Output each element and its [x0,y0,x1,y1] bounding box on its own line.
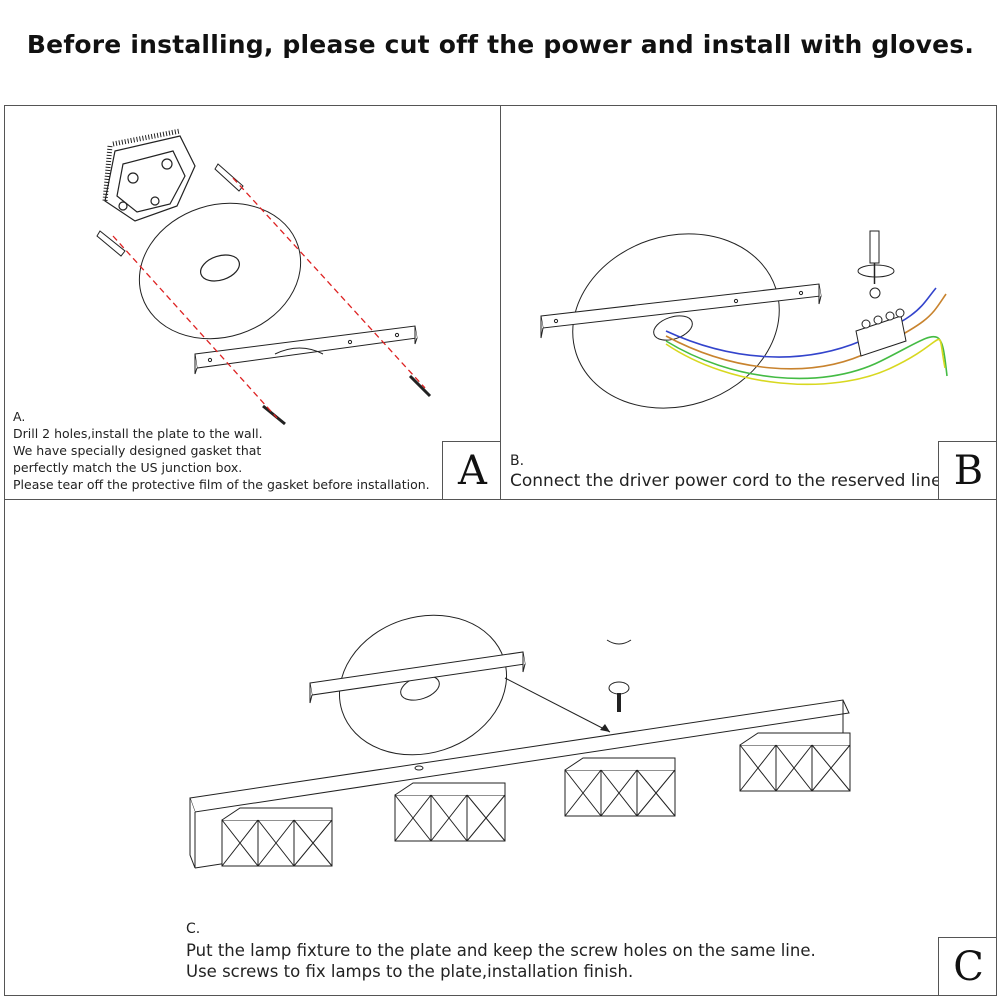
guide-lines [112,177,426,419]
panel-a: A. Drill 2 holes,install the plate to th… [4,105,501,500]
mounting-plate-icon [194,325,418,375]
wire-yellow [665,338,946,386]
mounting-plate-icon [540,283,822,339]
wire-green [665,335,948,380]
panel-c-caption: C. Put the lamp fixture to the plate and… [186,919,816,982]
lamp-head-icon [221,732,851,867]
wire-blue [665,287,937,358]
panel-a-diagram [96,128,432,426]
panel-c-line-1: Put the lamp fixture to the plate and ke… [186,941,816,960]
arrow-head-icon [600,724,610,732]
panel-a-line-3: perfectly match the US junction box. [13,460,243,475]
gasket-hole-icon [653,315,693,341]
panel-a-line-4: Please tear off the protective film of t… [13,477,430,492]
panel-b-step: B. [510,453,525,469]
panel-c-line-2: Use screws to fix lamps to the plate,ins… [186,962,634,981]
panel-a-line-2: We have specially designed gasket that [13,443,262,458]
panel-b-line-1: Connect the driver power cord to the res… [510,471,947,491]
screwdriver-icon [857,230,895,299]
panel-a-letter: A [442,441,500,499]
screw-icon [606,639,632,712]
power-wires [665,287,948,386]
gasket-icon [138,202,302,340]
panel-c-letter: C [938,937,996,995]
mounting-plate-icon [309,651,526,704]
panel-a-caption: A. Drill 2 holes,install the plate to th… [13,408,430,493]
terminal-block-icon [855,308,907,357]
panel-c: C. Put the lamp fixture to the plate and… [4,499,997,996]
panel-b-diagram [540,230,948,409]
panel-c-diagram [189,614,851,869]
page-title: Before installing, please cut off the po… [26,30,975,59]
wall-anchor-icon [96,163,244,257]
panel-b-caption: B. Connect the driver power cord to the … [510,451,947,491]
gasket-hole-icon [200,254,240,282]
panel-b: B. Connect the driver power cord to the … [500,105,997,500]
panel-c-step: C. [186,921,201,937]
junction-box-icon [102,128,196,222]
alignment-arrow [504,677,611,733]
wire-brown [665,293,947,370]
panel-a-step: A. [13,409,26,424]
panel-b-letter: B [938,441,996,499]
panel-a-line-1: Drill 2 holes,install the plate to the w… [13,426,263,441]
